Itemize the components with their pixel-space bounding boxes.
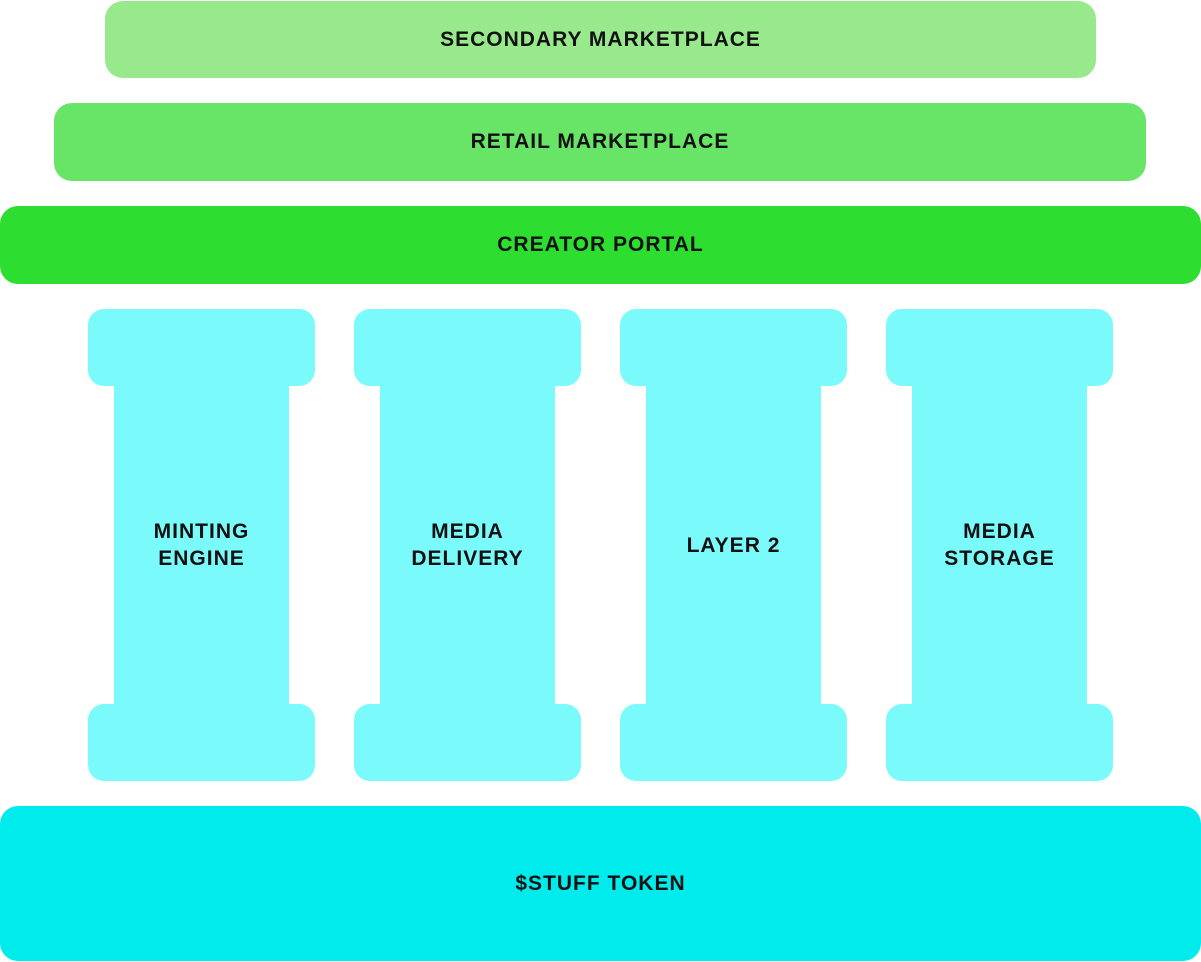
- pillar-bottom-cap: [620, 704, 847, 781]
- pillar-shaft: [114, 369, 289, 721]
- secondary-marketplace-label: SECONDARY MARKETPLACE: [440, 27, 761, 51]
- pillar-media-delivery: MEDIA DELIVERY: [354, 309, 581, 781]
- pillar-shaft: [646, 369, 821, 721]
- pillar-shaft: [912, 369, 1087, 721]
- pillar-bottom-cap: [88, 704, 315, 781]
- pillar-bottom-cap: [886, 704, 1113, 781]
- pillar-label-line: MEDIA: [963, 520, 1036, 543]
- creator-portal-label: CREATOR PORTAL: [497, 233, 704, 256]
- pillar-label-line: STORAGE: [944, 547, 1055, 570]
- pillar-label: MEDIA DELIVERY: [354, 309, 581, 781]
- pillar-layer-2: LAYER 2: [620, 309, 847, 781]
- creator-portal-layer: CREATOR PORTAL: [0, 206, 1201, 284]
- pillar-minting-engine: MINTING ENGINE: [88, 309, 315, 781]
- pillar-top-cap: [88, 309, 315, 386]
- pillar-label-line: ENGINE: [158, 547, 245, 570]
- pillar-shaft: [380, 369, 555, 721]
- retail-marketplace-layer: RETAIL MARKETPLACE: [54, 103, 1146, 181]
- secondary-marketplace-layer: SECONDARY MARKETPLACE: [105, 1, 1096, 78]
- pillar-top-cap: [886, 309, 1113, 386]
- pillar-label-line: DELIVERY: [411, 547, 524, 570]
- stuff-token-label: $STUFF TOKEN: [515, 871, 686, 895]
- pillar-label-line: LAYER 2: [686, 533, 781, 557]
- retail-marketplace-label: RETAIL MARKETPLACE: [470, 130, 730, 153]
- pillar-label-line: MINTING: [153, 520, 250, 543]
- pillar-top-cap: [354, 309, 581, 386]
- pillar-label: MINTING ENGINE: [88, 309, 315, 781]
- pillar-label: LAYER 2: [620, 309, 847, 781]
- pillar-media-storage: MEDIA STORAGE: [886, 309, 1113, 781]
- pillar-label-line: MEDIA: [431, 520, 504, 543]
- stuff-token-layer: $STUFF TOKEN: [0, 806, 1201, 961]
- pillar-label: MEDIA STORAGE: [886, 309, 1113, 781]
- pillar-bottom-cap: [354, 704, 581, 781]
- pillar-top-cap: [620, 309, 847, 386]
